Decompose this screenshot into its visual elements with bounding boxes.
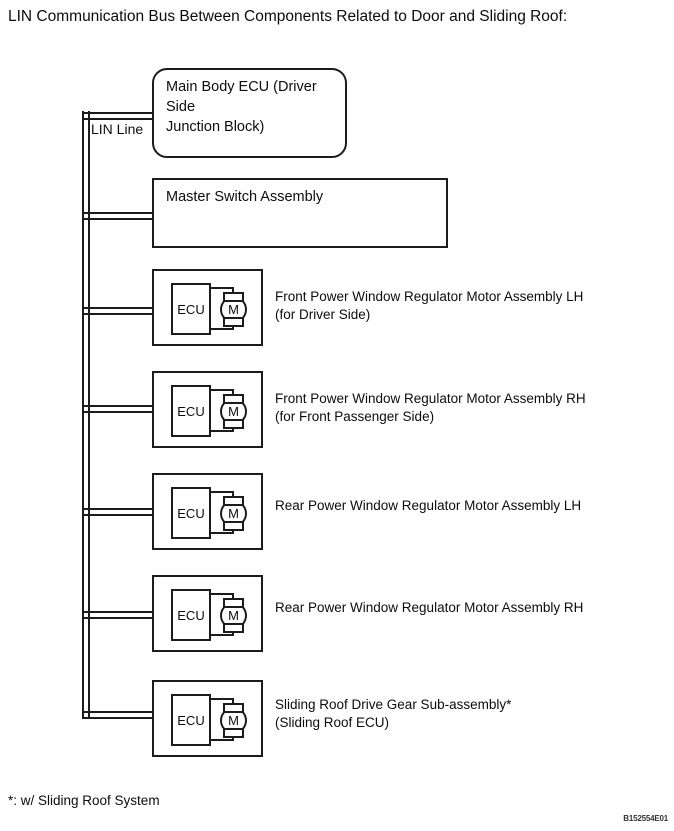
component-label-rear-pw-lh: Rear Power Window Regulator Motor Assemb…: [275, 497, 581, 515]
motor-wire: [209, 634, 234, 636]
motor-brush-bottom: [223, 317, 244, 327]
motor-wire: [232, 698, 234, 706]
motor-wire: [209, 389, 234, 391]
motor-wire: [232, 287, 234, 295]
ecu-box: ECU: [171, 694, 211, 746]
motor-wire: [209, 532, 234, 534]
motor-brush-top: [223, 496, 244, 506]
ecu-box: ECU: [171, 283, 211, 335]
bus-stub-front-pw-lh: [84, 307, 152, 315]
component-label-sliding-roof: Sliding Roof Drive Gear Sub-assembly* (S…: [275, 696, 511, 732]
ecu-box: ECU: [171, 385, 211, 437]
bus-stub-master-switch: [84, 212, 152, 220]
motor-label: M: [228, 302, 239, 317]
motor-wire: [209, 698, 234, 700]
bus-stub-rear-pw-rh: [84, 611, 152, 619]
node-master-switch: Master Switch Assembly: [152, 178, 448, 248]
ecu-label: ECU: [177, 505, 205, 521]
label-line: (for Driver Side): [275, 307, 371, 322]
motor-wire: [232, 491, 234, 499]
motor-wire: [209, 328, 234, 330]
motor-brush-bottom: [223, 728, 244, 738]
motor-wire: [209, 287, 234, 289]
label-line: (Sliding Roof ECU): [275, 715, 390, 730]
motor-brush-bottom: [223, 521, 244, 531]
ecu-label: ECU: [177, 301, 205, 317]
ecu-box: ECU: [171, 487, 211, 539]
label-line: Front Power Window Regulator Motor Assem…: [275, 289, 584, 304]
label-line: (for Front Passenger Side): [275, 409, 435, 424]
bus-stub-main-body-ecu: [82, 112, 152, 120]
motor-wire: [232, 389, 234, 397]
motor-wire: [209, 491, 234, 493]
label-line: Front Power Window Regulator Motor Assem…: [275, 391, 586, 406]
motor-wire: [209, 739, 234, 741]
component-label-front-pw-rh: Front Power Window Regulator Motor Assem…: [275, 390, 586, 426]
motor-brush-top: [223, 292, 244, 302]
node-front-pw-motor-lh: ECU M: [152, 269, 263, 346]
diagram-title: LIN Communication Bus Between Components…: [8, 8, 568, 25]
motor-brush-top: [223, 394, 244, 404]
ecu-label: ECU: [177, 403, 205, 419]
motor-wire: [232, 593, 234, 601]
node-main-body-ecu: Main Body ECU (Driver Side Junction Bloc…: [152, 68, 347, 158]
label-line: Sliding Roof Drive Gear Sub-assembly*: [275, 697, 512, 712]
component-label-rear-pw-rh: Rear Power Window Regulator Motor Assemb…: [275, 599, 583, 617]
node-label: Master Switch Assembly: [166, 187, 323, 207]
motor-label: M: [228, 404, 239, 419]
motor-brush-bottom: [223, 419, 244, 429]
footnote: *: w/ Sliding Roof System: [8, 793, 160, 808]
node-label: Main Body ECU (Driver Side Junction Bloc…: [166, 77, 345, 137]
motor-brush-top: [223, 598, 244, 608]
label-line: Main Body ECU (Driver Side: [166, 79, 317, 115]
figure-code: B152554E01: [623, 814, 668, 823]
motor-wire: [209, 430, 234, 432]
ecu-label: ECU: [177, 607, 205, 623]
label-line: Master Switch Assembly: [166, 189, 324, 205]
ecu-label: ECU: [177, 712, 205, 728]
motor-brush-top: [223, 703, 244, 713]
motor-label: M: [228, 713, 239, 728]
label-line: Rear Power Window Regulator Motor Assemb…: [275, 498, 582, 513]
node-rear-pw-motor-rh: ECU M: [152, 575, 263, 652]
node-front-pw-motor-rh: ECU M: [152, 371, 263, 448]
ecu-box: ECU: [171, 589, 211, 641]
bus-stub-rear-pw-lh: [84, 508, 152, 516]
label-line: Junction Block): [166, 119, 265, 135]
component-label-front-pw-lh: Front Power Window Regulator Motor Assem…: [275, 288, 583, 324]
node-sliding-roof-drive-gear: ECU M: [152, 680, 263, 757]
bus-stub-sliding-roof: [82, 711, 152, 719]
motor-label: M: [228, 506, 239, 521]
motor-label: M: [228, 608, 239, 623]
lin-line-label: LIN Line: [91, 121, 144, 137]
node-rear-pw-motor-lh: ECU M: [152, 473, 263, 550]
bus-stub-front-pw-rh: [84, 405, 152, 413]
motor-wire: [209, 593, 234, 595]
label-line: Rear Power Window Regulator Motor Assemb…: [275, 600, 584, 615]
lin-bus-line: [82, 111, 90, 719]
motor-brush-bottom: [223, 623, 244, 633]
